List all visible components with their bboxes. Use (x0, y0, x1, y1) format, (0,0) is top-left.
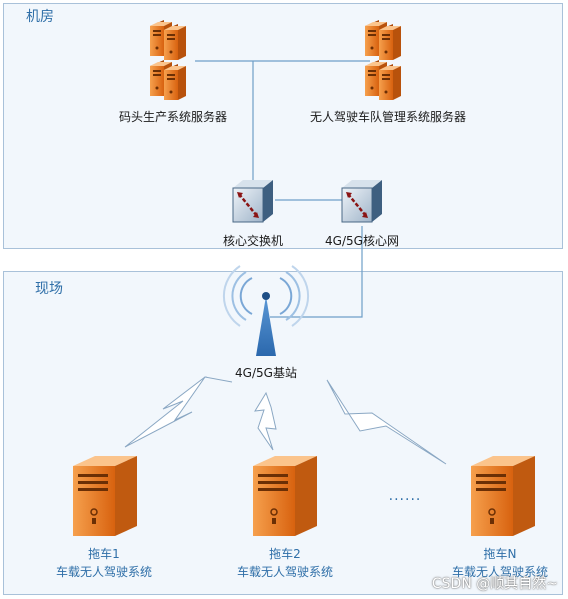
core-switch-label: 核心交换机 (222, 234, 284, 248)
truck1-name: 拖车1 (88, 547, 120, 561)
truck2-icon (252, 455, 318, 537)
truckN-icon (470, 455, 536, 537)
truckN-name: 拖车N (483, 547, 517, 561)
machine-room-zone (3, 3, 563, 249)
truck1-system: 车载无人驾驶系统 (55, 565, 153, 579)
field-title: 现场 (35, 281, 63, 297)
field-zone (3, 271, 563, 595)
base-station-icon (222, 265, 310, 356)
terminal-server-label: 码头生产系统服务器 (118, 110, 228, 124)
truck2-name: 拖车2 (269, 547, 301, 561)
ellipsis: ...... (388, 488, 422, 504)
fleet-server-icon (365, 20, 401, 100)
core-switch-icon (231, 178, 275, 224)
core-network-icon (340, 178, 384, 224)
terminal-server-icon (150, 20, 186, 100)
wireless-bolt-icon (124, 376, 447, 465)
fleet-server-label: 无人驾驶车队管理系统服务器 (309, 110, 467, 124)
truck1-icon (72, 455, 138, 537)
watermark: CSDN @顺其自然~ (431, 576, 558, 592)
machine-room-title: 机房 (26, 9, 54, 25)
truckN-system: 车载无人驾驶系统 (451, 565, 549, 579)
truck2-system: 车载无人驾驶系统 (236, 565, 334, 579)
core-network-label: 4G/5G核心网 (325, 234, 399, 248)
base-station-label: 4G/5G基站 (235, 366, 297, 380)
